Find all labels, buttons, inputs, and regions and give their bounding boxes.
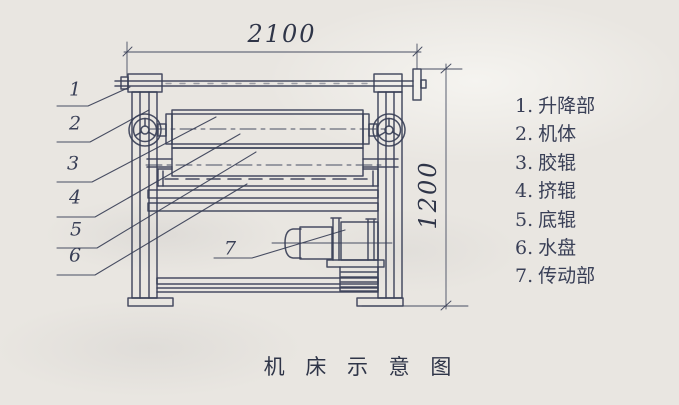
dimension-width-label: 2100 — [247, 20, 317, 48]
part-marker-5: 5 — [69, 218, 83, 241]
crank-handle — [412, 68, 422, 101]
handwheel-right — [368, 113, 406, 147]
dimension-height-label: 1200 — [414, 160, 442, 230]
frame-body — [127, 91, 404, 307]
squeeze-roller — [145, 147, 399, 177]
gearbox — [340, 221, 379, 261]
leader-lines — [56, 86, 346, 276]
dimension-lines — [122, 41, 469, 311]
water-pan — [157, 168, 379, 187]
left-foot — [127, 297, 174, 307]
right-foot — [356, 297, 404, 307]
legend-item-3: 3.胶辊 — [515, 151, 577, 174]
legend-item-5: 5.底辊 — [515, 208, 577, 231]
legend-item-7: 7.传动部 — [515, 265, 596, 288]
parts-legend: 1.升降部 2.机体 3.胶辊 4.挤辊 5.底辊 6.水盘 7.传动部 — [515, 92, 595, 291]
legend-item-4: 4.挤辊 — [515, 180, 577, 203]
legend-item-6: 6.水盘 — [515, 237, 577, 260]
part-marker-1: 1 — [68, 78, 82, 101]
part-marker-2: 2 — [68, 112, 82, 135]
part-marker-4: 4 — [68, 186, 82, 209]
legend-item-2: 2.机体 — [515, 123, 577, 146]
drawing-caption: 机 床 示 意 图 — [263, 355, 459, 379]
motor-assembly — [271, 217, 393, 292]
part-marker-7: 7 — [223, 237, 237, 260]
lead-screw — [114, 68, 427, 101]
handwheel-left — [128, 113, 167, 147]
legend-item-1: 1.升降部 — [515, 95, 596, 117]
part-marker-3: 3 — [66, 152, 80, 175]
part-marker-6: 6 — [68, 244, 82, 267]
rubber-roller — [149, 109, 391, 149]
